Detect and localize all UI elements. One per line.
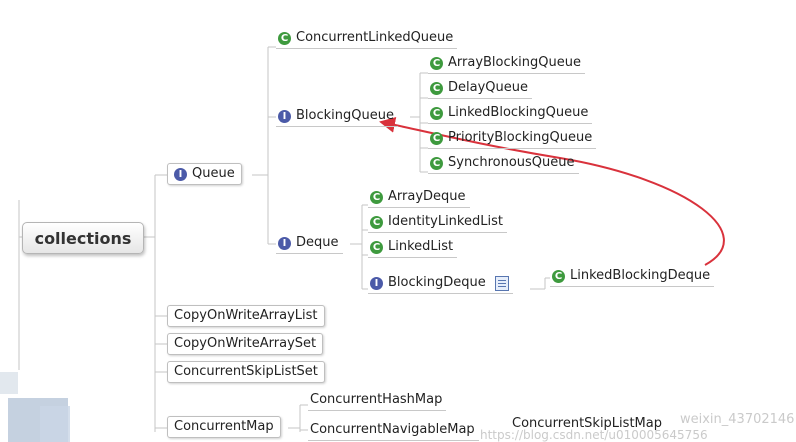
node-array-blocking-queue[interactable]: C ArrayBlockingQueue bbox=[428, 53, 585, 74]
blurred-decoration bbox=[40, 406, 70, 442]
node-queue[interactable]: I Queue bbox=[167, 163, 242, 185]
node-linked-blocking-queue[interactable]: C LinkedBlockingQueue bbox=[428, 103, 593, 124]
node-delay-queue[interactable]: C DelayQueue bbox=[428, 78, 532, 99]
node-linked-blocking-deque[interactable]: C LinkedBlockingDeque bbox=[550, 266, 715, 287]
node-blocking-queue[interactable]: I BlockingQueue bbox=[276, 106, 398, 127]
node-identity-linked-list[interactable]: C IdentityLinkedList bbox=[368, 212, 507, 233]
node-concurrent-skip-list-map[interactable]: ConcurrentSkipListMap bbox=[512, 416, 662, 431]
root-node-collections[interactable]: collections bbox=[22, 222, 144, 254]
node-linked-list[interactable]: C LinkedList bbox=[368, 237, 458, 258]
node-concurrent-skip-list-set[interactable]: ConcurrentSkipListSet bbox=[167, 361, 325, 383]
node-copy-on-write-array-list[interactable]: CopyOnWriteArrayList bbox=[167, 305, 325, 327]
interface-icon: I bbox=[278, 236, 291, 250]
node-deque[interactable]: I Deque bbox=[276, 233, 343, 254]
interface-icon: I bbox=[278, 109, 291, 123]
inheritance-arrow bbox=[379, 116, 725, 266]
node-synchronous-queue[interactable]: C SynchronousQueue bbox=[428, 153, 579, 174]
node-copy-on-write-array-set[interactable]: CopyOnWriteArraySet bbox=[167, 333, 324, 355]
class-icon: C bbox=[430, 81, 443, 95]
node-blocking-deque[interactable]: I BlockingDeque bbox=[368, 273, 513, 294]
node-concurrent-hash-map[interactable]: ConcurrentHashMap bbox=[308, 390, 447, 411]
node-concurrent-navigable-map[interactable]: ConcurrentNavigableMap bbox=[308, 420, 479, 441]
class-icon: C bbox=[370, 190, 383, 204]
watermark-blog-id: weixin_43702146 bbox=[680, 412, 795, 427]
note-icon[interactable] bbox=[494, 275, 509, 291]
blurred-decoration bbox=[0, 372, 18, 394]
node-array-deque[interactable]: C ArrayDeque bbox=[368, 187, 470, 208]
class-icon: C bbox=[430, 156, 443, 170]
class-icon: C bbox=[430, 106, 443, 120]
class-icon: C bbox=[430, 56, 443, 70]
class-icon: C bbox=[552, 269, 565, 283]
node-concurrent-linked-queue[interactable]: C ConcurrentLinkedQueue bbox=[276, 28, 458, 49]
class-icon: C bbox=[430, 131, 443, 145]
interface-icon: I bbox=[174, 167, 187, 181]
node-concurrent-map[interactable]: ConcurrentMap bbox=[167, 416, 281, 438]
interface-icon: I bbox=[370, 276, 383, 290]
root-label: collections bbox=[34, 228, 132, 248]
watermark-url: https://blog.csdn.net/u010005645756 bbox=[480, 428, 708, 442]
class-icon: C bbox=[278, 31, 291, 45]
class-icon: C bbox=[370, 240, 383, 254]
node-priority-blocking-queue[interactable]: C PriorityBlockingQueue bbox=[428, 128, 597, 149]
class-icon: C bbox=[370, 215, 383, 229]
